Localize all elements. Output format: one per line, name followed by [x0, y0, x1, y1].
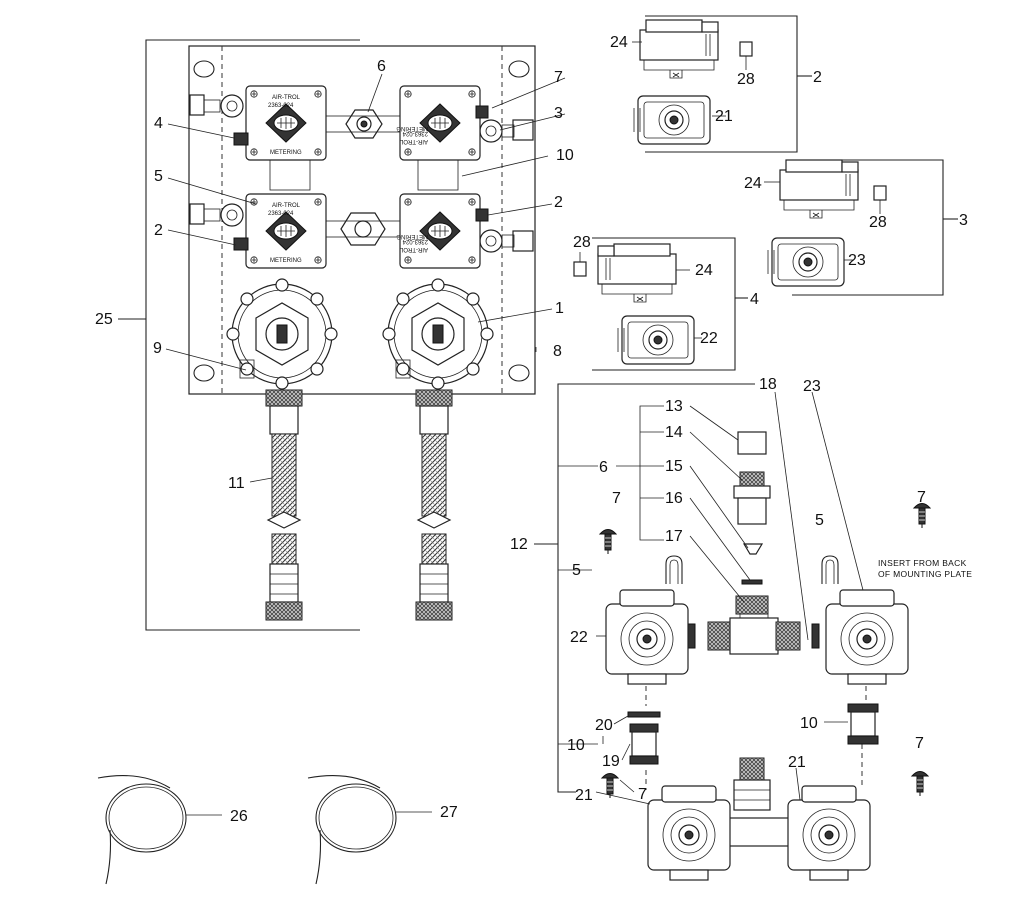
exploded-assembly-12: INSERT FROM BACK OF MOUNTING PLATE — [534, 383, 972, 881]
callout-25: 25 — [95, 311, 113, 328]
callout-28: 28 — [737, 71, 755, 88]
svg-text:2363-024: 2363-024 — [402, 130, 428, 136]
exploded-assembly-3 — [764, 159, 958, 296]
valve-plate-bottom-left: AIR-TROL 2363-024 METERING — [268, 203, 302, 264]
callout-7: 7 — [638, 786, 647, 803]
callout-8: 8 — [553, 343, 562, 360]
callout-22: 22 — [700, 330, 718, 347]
valve-plate-bottom-right: METERING AIR-TROL 2363-024 — [396, 233, 428, 252]
svg-text:AIR-TROL: AIR-TROL — [399, 138, 428, 144]
svg-text:METERING: METERING — [270, 150, 302, 156]
callout-7: 7 — [554, 69, 563, 86]
callout-5: 5 — [815, 512, 824, 529]
callout-3: 3 — [554, 105, 563, 122]
callout-21: 21 — [715, 108, 733, 125]
svg-text:AIR-TROL: AIR-TROL — [399, 246, 428, 252]
callout-7: 7 — [917, 489, 926, 506]
valve-plate-top-left: AIR-TROL 2363-024 METERING — [268, 95, 302, 156]
note-line-1: INSERT FROM BACK — [878, 558, 967, 568]
svg-text:2363-024: 2363-024 — [402, 238, 428, 244]
callout-19: 19 — [602, 753, 620, 770]
callout-26: 26 — [230, 808, 248, 825]
callout-6: 6 — [377, 58, 386, 75]
hose-left — [265, 389, 303, 621]
callout-1: 1 — [555, 300, 564, 317]
callout-7: 7 — [612, 490, 621, 507]
callout-10: 10 — [567, 737, 585, 754]
note-line-2: OF MOUNTING PLATE — [878, 569, 972, 579]
callout-4: 4 — [154, 115, 163, 132]
callout-24: 24 — [610, 34, 628, 51]
callout-13: 13 — [665, 398, 683, 415]
callout-18: 18 — [759, 376, 777, 393]
callout-3: 3 — [959, 212, 968, 229]
svg-text:METERING: METERING — [396, 233, 428, 239]
callout-20: 20 — [595, 717, 613, 734]
left-panel-assembly: AIR-TROL 2363-024 METERING METERING AIR-… — [118, 39, 566, 631]
callout-23: 23 — [848, 252, 866, 269]
callout-12: 12 — [510, 536, 528, 553]
coil-27 — [307, 775, 432, 885]
callout-14: 14 — [665, 424, 683, 441]
callout-16: 16 — [665, 490, 683, 507]
callout-17: 17 — [665, 528, 683, 545]
hose-right — [415, 389, 453, 621]
callout-10: 10 — [800, 715, 818, 732]
callout-27: 27 — [440, 804, 458, 821]
callout-5: 5 — [572, 562, 581, 579]
svg-text:AIR-TROL: AIR-TROL — [272, 95, 301, 101]
callout-23: 23 — [803, 378, 821, 395]
callout-28: 28 — [573, 234, 591, 251]
callout-22: 22 — [570, 629, 588, 646]
callout-11: 11 — [228, 475, 245, 492]
exploded-assembly-2 — [632, 15, 812, 153]
svg-text:2363-024: 2363-024 — [268, 103, 294, 109]
coil-26 — [97, 775, 222, 885]
valve-plate-top-right: METERING AIR-TROL 2363-024 — [396, 125, 428, 144]
callout-10: 10 — [556, 147, 574, 164]
svg-text:2363-024: 2363-024 — [268, 211, 294, 217]
callout-21: 21 — [575, 787, 593, 804]
callout-21: 21 — [788, 754, 806, 771]
callout-labels: 6 7 3 4 10 5 2 2 25 1 9 8 11 24 28 2 21 … — [95, 34, 968, 825]
exploded-assembly-4 — [573, 237, 748, 371]
svg-text:AIR-TROL: AIR-TROL — [272, 203, 301, 209]
callout-2: 2 — [813, 69, 822, 86]
callout-7: 7 — [915, 735, 924, 752]
svg-text:METERING: METERING — [270, 258, 302, 264]
callout-24: 24 — [695, 262, 713, 279]
callout-9: 9 — [153, 340, 162, 357]
callout-4: 4 — [750, 291, 759, 308]
callout-2: 2 — [554, 194, 563, 211]
svg-text:METERING: METERING — [396, 125, 428, 131]
callout-5: 5 — [154, 168, 163, 185]
callout-6: 6 — [599, 459, 608, 476]
callout-28: 28 — [869, 214, 887, 231]
callout-24: 24 — [744, 175, 762, 192]
callout-2: 2 — [154, 222, 163, 239]
callout-15: 15 — [665, 458, 683, 475]
